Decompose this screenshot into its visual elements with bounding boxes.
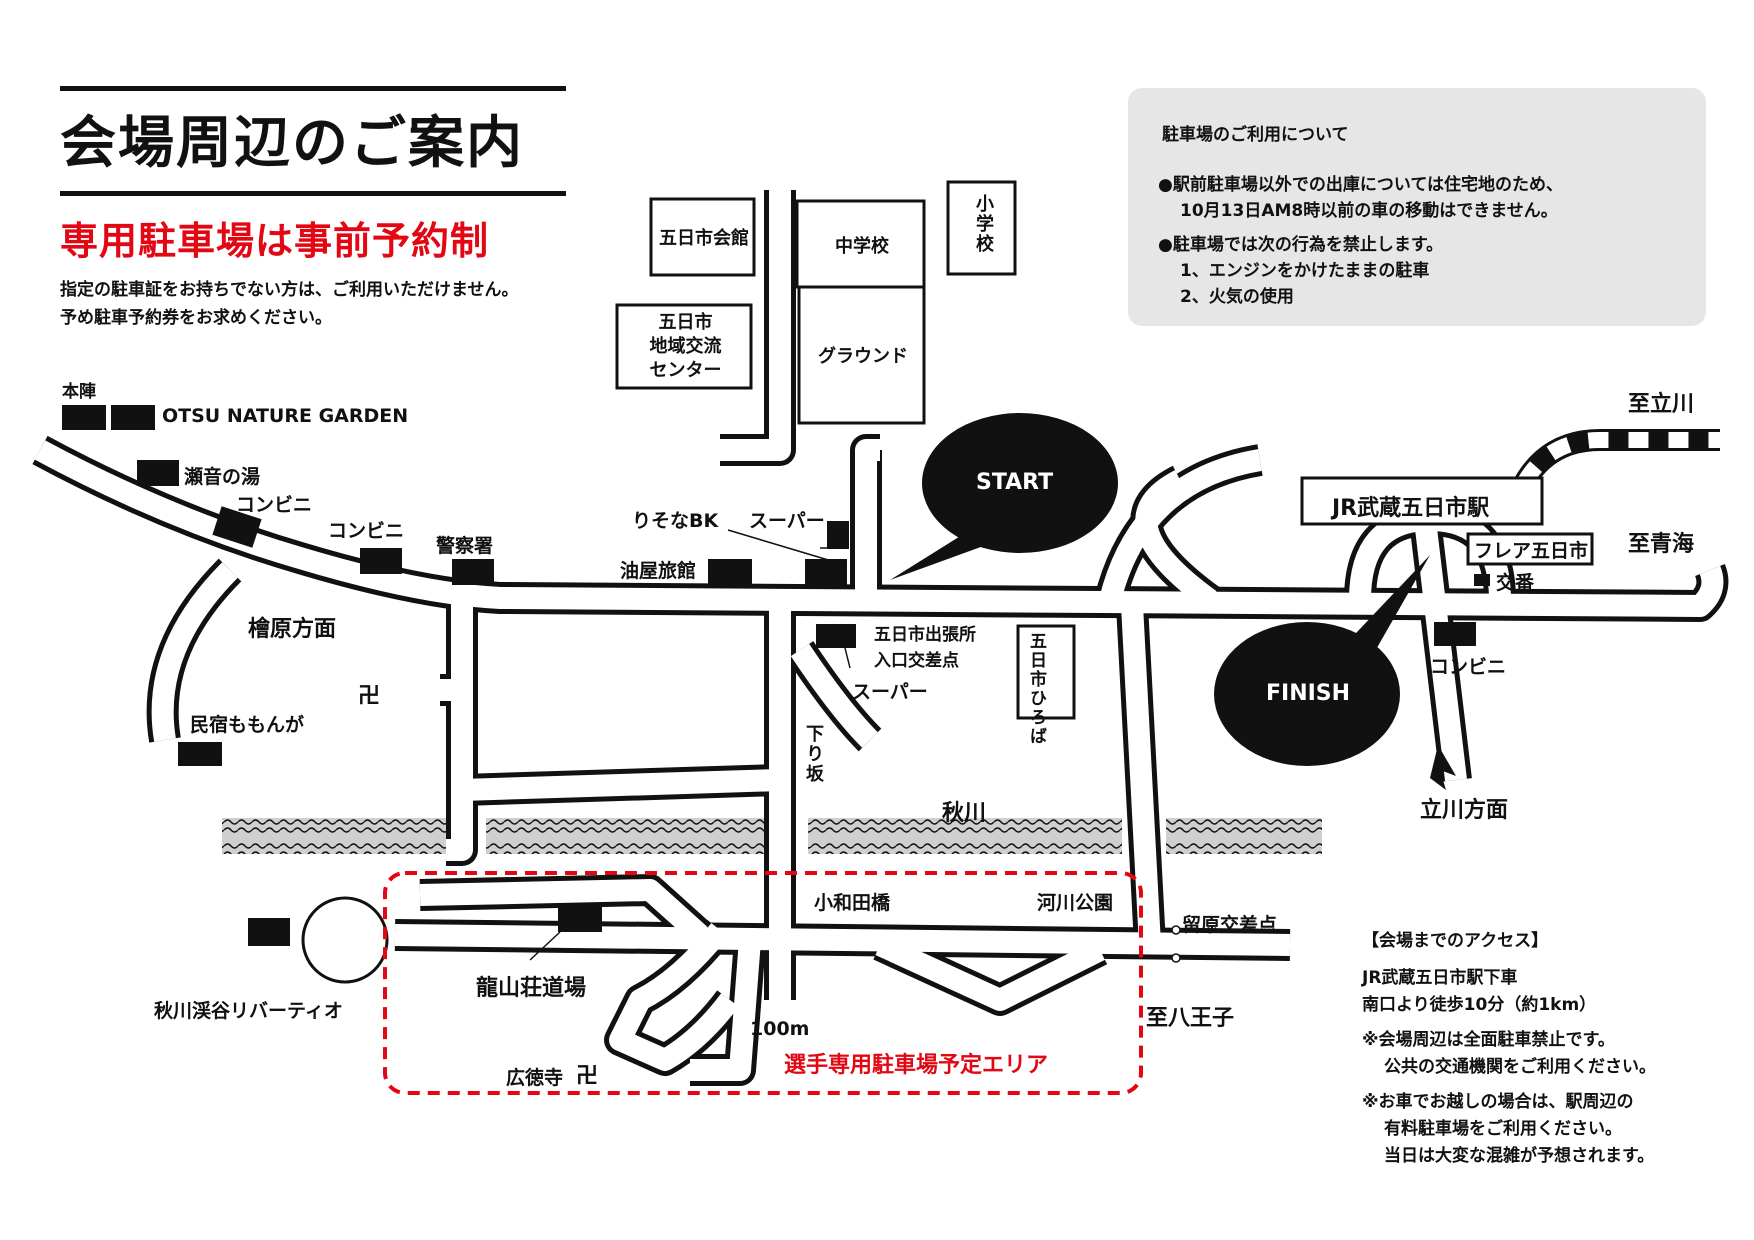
label-to-hachioji: 至八王子	[1146, 1006, 1235, 1031]
access-note: 有料駐車場をご利用ください。	[1384, 1119, 1622, 1139]
label-convenience-store: コンビニ	[236, 494, 313, 516]
label-tomehara-crossing: 留原交差点	[1182, 914, 1278, 936]
label-itsukaichi-hiroba: 五日市ひろば	[1026, 632, 1046, 746]
label-itsukaichi-kaikan: 五日市会館	[659, 228, 749, 249]
label-river-park: 河川公園	[1037, 892, 1114, 914]
page-subtitle: 専用駐車場は事前予約制	[60, 219, 490, 263]
access-note: ※会場周辺は全面駐車禁止です。	[1362, 1030, 1615, 1050]
landmark-markers	[62, 405, 1490, 946]
label-minshuku: 民宿ももんが	[190, 714, 305, 736]
label-to-ome: 至青海	[1628, 532, 1695, 557]
title-rule	[60, 86, 566, 196]
label-jr-station: JR武蔵五日市駅	[1332, 496, 1490, 521]
label-akigawa-river: 秋川	[942, 801, 987, 826]
finish-label: FINISH	[1266, 681, 1351, 706]
parking-info-item: 2、火気の使用	[1180, 287, 1294, 307]
arrow-tachikawa	[1430, 745, 1456, 790]
start-label: START	[976, 470, 1054, 495]
label-junior-high: 中学校	[835, 236, 889, 257]
label-parking-area: 選手専用駐車場予定エリア	[784, 1053, 1049, 1078]
parking-info-item: 1、エンジンをかけたままの駐車	[1180, 261, 1430, 281]
roundabout	[301, 896, 389, 984]
note-line: 指定の駐車証をお持ちでない方は、ご利用いただけません。	[60, 280, 519, 300]
page-title: 会場周辺のご案内	[60, 111, 524, 176]
label-riverteo: 秋川渓谷リバーティオ	[154, 1000, 343, 1022]
label-tachikawa-direction: 立川方面	[1420, 798, 1509, 823]
label-supermarket: スーパー	[852, 681, 928, 703]
label-convenience-store: コンビニ	[1430, 656, 1507, 678]
notes: 指定の駐車証をお持ちでない方は、ご利用いただけません。 予め駐車予約券をお求めく…	[60, 276, 519, 332]
label-ryuzanso-dojo: 龍山荘道場	[476, 976, 587, 1001]
label-police: 警察署	[436, 535, 494, 557]
parking-info-box: 駐車場のご利用について ●駅前駐車場以外での出庫については住宅地のため、 10月…	[1128, 88, 1706, 326]
parking-info-item: ●駐車場では次の行為を禁止します。	[1158, 235, 1444, 255]
access-note: ※お車でお越しの場合は、駅周辺の	[1362, 1092, 1634, 1112]
label-seonoyu: 瀬音の湯	[184, 466, 261, 488]
label-convenience-store: コンビニ	[328, 520, 405, 542]
temple-icon: 卍	[358, 684, 381, 709]
access-line: 南口より徒歩10分（約1km）	[1362, 995, 1597, 1015]
label-kowada-bridge: 小和田橋	[814, 892, 891, 914]
label-supermarket: スーパー	[749, 510, 825, 532]
start-bubble	[890, 413, 1118, 580]
label-otsu-nature-garden: OTSU NATURE GARDEN	[162, 405, 409, 427]
label-community-center: 五日市 地域交流 センター	[649, 312, 722, 381]
access-note: 公共の交通機関をご利用ください。	[1384, 1057, 1656, 1077]
label-ground: グラウンド	[818, 346, 908, 367]
access-line: JR武蔵五日市駅下車	[1362, 968, 1518, 988]
parking-info-heading: 駐車場のご利用について	[1162, 125, 1349, 145]
label-resona-bank: りそなBK	[632, 510, 719, 532]
access-note: 当日は大変な混雑が予想されます。	[1384, 1146, 1655, 1166]
label-kotokuji: 広徳寺	[506, 1067, 564, 1089]
temple-icon: 卍	[576, 1064, 599, 1089]
label-koban: 交番	[1496, 572, 1535, 594]
label-100m: 100m	[750, 1018, 810, 1040]
label-branch-office-crossing: 五日市出張所 入口交差点	[874, 625, 976, 671]
finish-bubble	[1214, 555, 1430, 766]
parking-info-item: 10月13日AM8時以前の車の移動はできません。	[1180, 201, 1558, 221]
label-elementary: 小学校	[973, 194, 994, 254]
label-aburaya: 油屋旅館	[620, 560, 697, 582]
access-heading: 【会場までのアクセス】	[1362, 931, 1549, 951]
label-hinohara-direction: 檜原方面	[248, 617, 337, 642]
label-honjin: 本陣	[62, 382, 96, 402]
access-info: 【会場までのアクセス】 JR武蔵五日市駅下車 南口より徒歩10分（約1km） ※…	[1362, 928, 1656, 1170]
road-fill	[34, 190, 1724, 1081]
note-line: 予め駐車予約券をお求めください。	[60, 308, 332, 328]
label-downhill: 下り坂	[803, 724, 824, 784]
buildings	[615, 180, 1594, 720]
label-furea: フレア五日市	[1474, 540, 1589, 562]
parking-info-item: ●駅前駐車場以外での出庫については住宅地のため、	[1158, 175, 1563, 195]
label-to-tachikawa: 至立川	[1628, 392, 1695, 417]
